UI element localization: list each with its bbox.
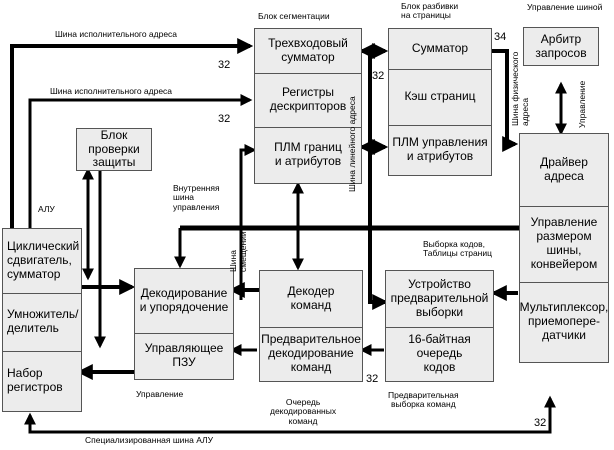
prefetch-block: Устройство предварительной выборки 16-ба… <box>385 270 494 382</box>
paging-plm: ПЛМ управления и атрибутов <box>392 135 488 163</box>
address-driver: Драйвер адреса <box>540 155 588 183</box>
alu-divider-1 <box>3 293 81 294</box>
seg-divider-2 <box>255 127 361 128</box>
linear-bus-label: Шина линейного адреса <box>347 96 357 192</box>
limits-plm: ПЛМ границ и атрибутов <box>274 140 342 168</box>
alu-multiplier: Умножитель/ делитель <box>7 307 79 335</box>
exec-bus-label-2: Шина исполнительного адреса <box>50 86 173 96</box>
width-34: 34 <box>494 31 507 43</box>
prefetch-divider <box>386 327 493 328</box>
decode-unit: Декодирование и упорядочение <box>139 286 229 314</box>
internal-bus-label: Внутренняя шина управления <box>173 183 220 212</box>
code-fetch-label: Выборка кодов, Таблицы страниц <box>423 239 492 259</box>
offset-bus-label: Шина смещений <box>228 231 248 272</box>
bus-mux: Мультиплексор, приемопере- датчики <box>519 300 609 342</box>
decoder-divider <box>260 327 362 328</box>
bus-divider-2 <box>520 282 608 283</box>
bus-control-v-label: Управление <box>577 80 587 128</box>
linear-address-bus <box>368 52 389 310</box>
offset-bus <box>239 144 257 300</box>
bus-size-control: Управление размером шины, конвейером <box>530 215 598 271</box>
three-input-adder: Трехвходовый сумматор <box>268 36 348 64</box>
arbiter-block: Арбитр запросов <box>523 27 599 66</box>
physical-bus-label: Шина физического адреса <box>510 51 530 126</box>
width-32-d: 32 <box>366 373 379 385</box>
paging-block: Сумматор Кэш страниц ПЛМ управления и ат… <box>388 28 492 176</box>
decoded-queue-label: Очередь декодированных команд <box>270 397 337 426</box>
exec-address-bus-1 <box>10 38 254 228</box>
page-cache: Кэш страниц <box>404 89 476 104</box>
prefetch-unit: Устройство предварительной выборки <box>390 277 489 319</box>
alu-shifter: Циклический сдвигатель, сумматор <box>7 239 80 281</box>
request-arbiter: Арбитр запросов <box>535 31 587 60</box>
width-32-c: 32 <box>372 70 385 82</box>
paging-adder: Сумматор <box>411 41 469 56</box>
alu-block: Циклический сдвигатель, сумматор Умножит… <box>2 228 82 412</box>
alu-registers: Набор регистров <box>7 366 63 394</box>
bus-control-label: Управление шиной <box>527 2 603 12</box>
paging-divider-1 <box>389 69 491 70</box>
width-32-b: 32 <box>218 113 231 125</box>
protection-text: Блок проверки защиты <box>88 127 140 170</box>
bus-control-block: Драйвер адреса Управление размером шины,… <box>519 133 609 363</box>
control-rom: Управляющее ПЗУ <box>144 341 224 369</box>
width-32-a: 32 <box>218 59 231 71</box>
segmentation-block: Трехвходовый сумматор Регистры дескрипто… <box>254 28 362 184</box>
alu-bus-label: Специализированная шина АЛУ <box>85 435 214 445</box>
bus-divider-1 <box>520 206 608 207</box>
paging-label: Блок разбивки на страницы <box>401 1 459 21</box>
seg-divider-1 <box>255 73 361 74</box>
exec-bus-label-1: Шина исполнительного адреса <box>55 29 178 39</box>
decode-control-block: Декодирование и упорядочение Управляющее… <box>134 268 234 380</box>
code-queue: 16-байтная очередь кодов <box>408 332 471 374</box>
descriptor-registers: Регистры дескрипторов <box>269 85 347 113</box>
alu-special-bus <box>24 395 556 434</box>
control-label: Управление <box>136 389 184 399</box>
protection-block: Блок проверки защиты <box>76 128 152 171</box>
predecode: Предварительное декодирование команд <box>261 332 361 374</box>
width-32-e: 32 <box>534 417 547 429</box>
exec-address-bus-2 <box>28 94 253 228</box>
paging-divider-2 <box>389 125 491 126</box>
instruction-decoder: Декодер команд <box>287 284 335 312</box>
alu-divider-2 <box>3 351 81 352</box>
paging-to-driver <box>492 49 519 152</box>
instruction-decoder-block: Декодер команд Предварительное декодиров… <box>259 270 363 382</box>
segmentation-label: Блок сегментации <box>258 11 330 21</box>
alu-label: АЛУ <box>38 204 55 214</box>
decode-divider <box>135 333 233 334</box>
prefetch-cmd-label: Предварительная выборка команд <box>388 390 459 410</box>
